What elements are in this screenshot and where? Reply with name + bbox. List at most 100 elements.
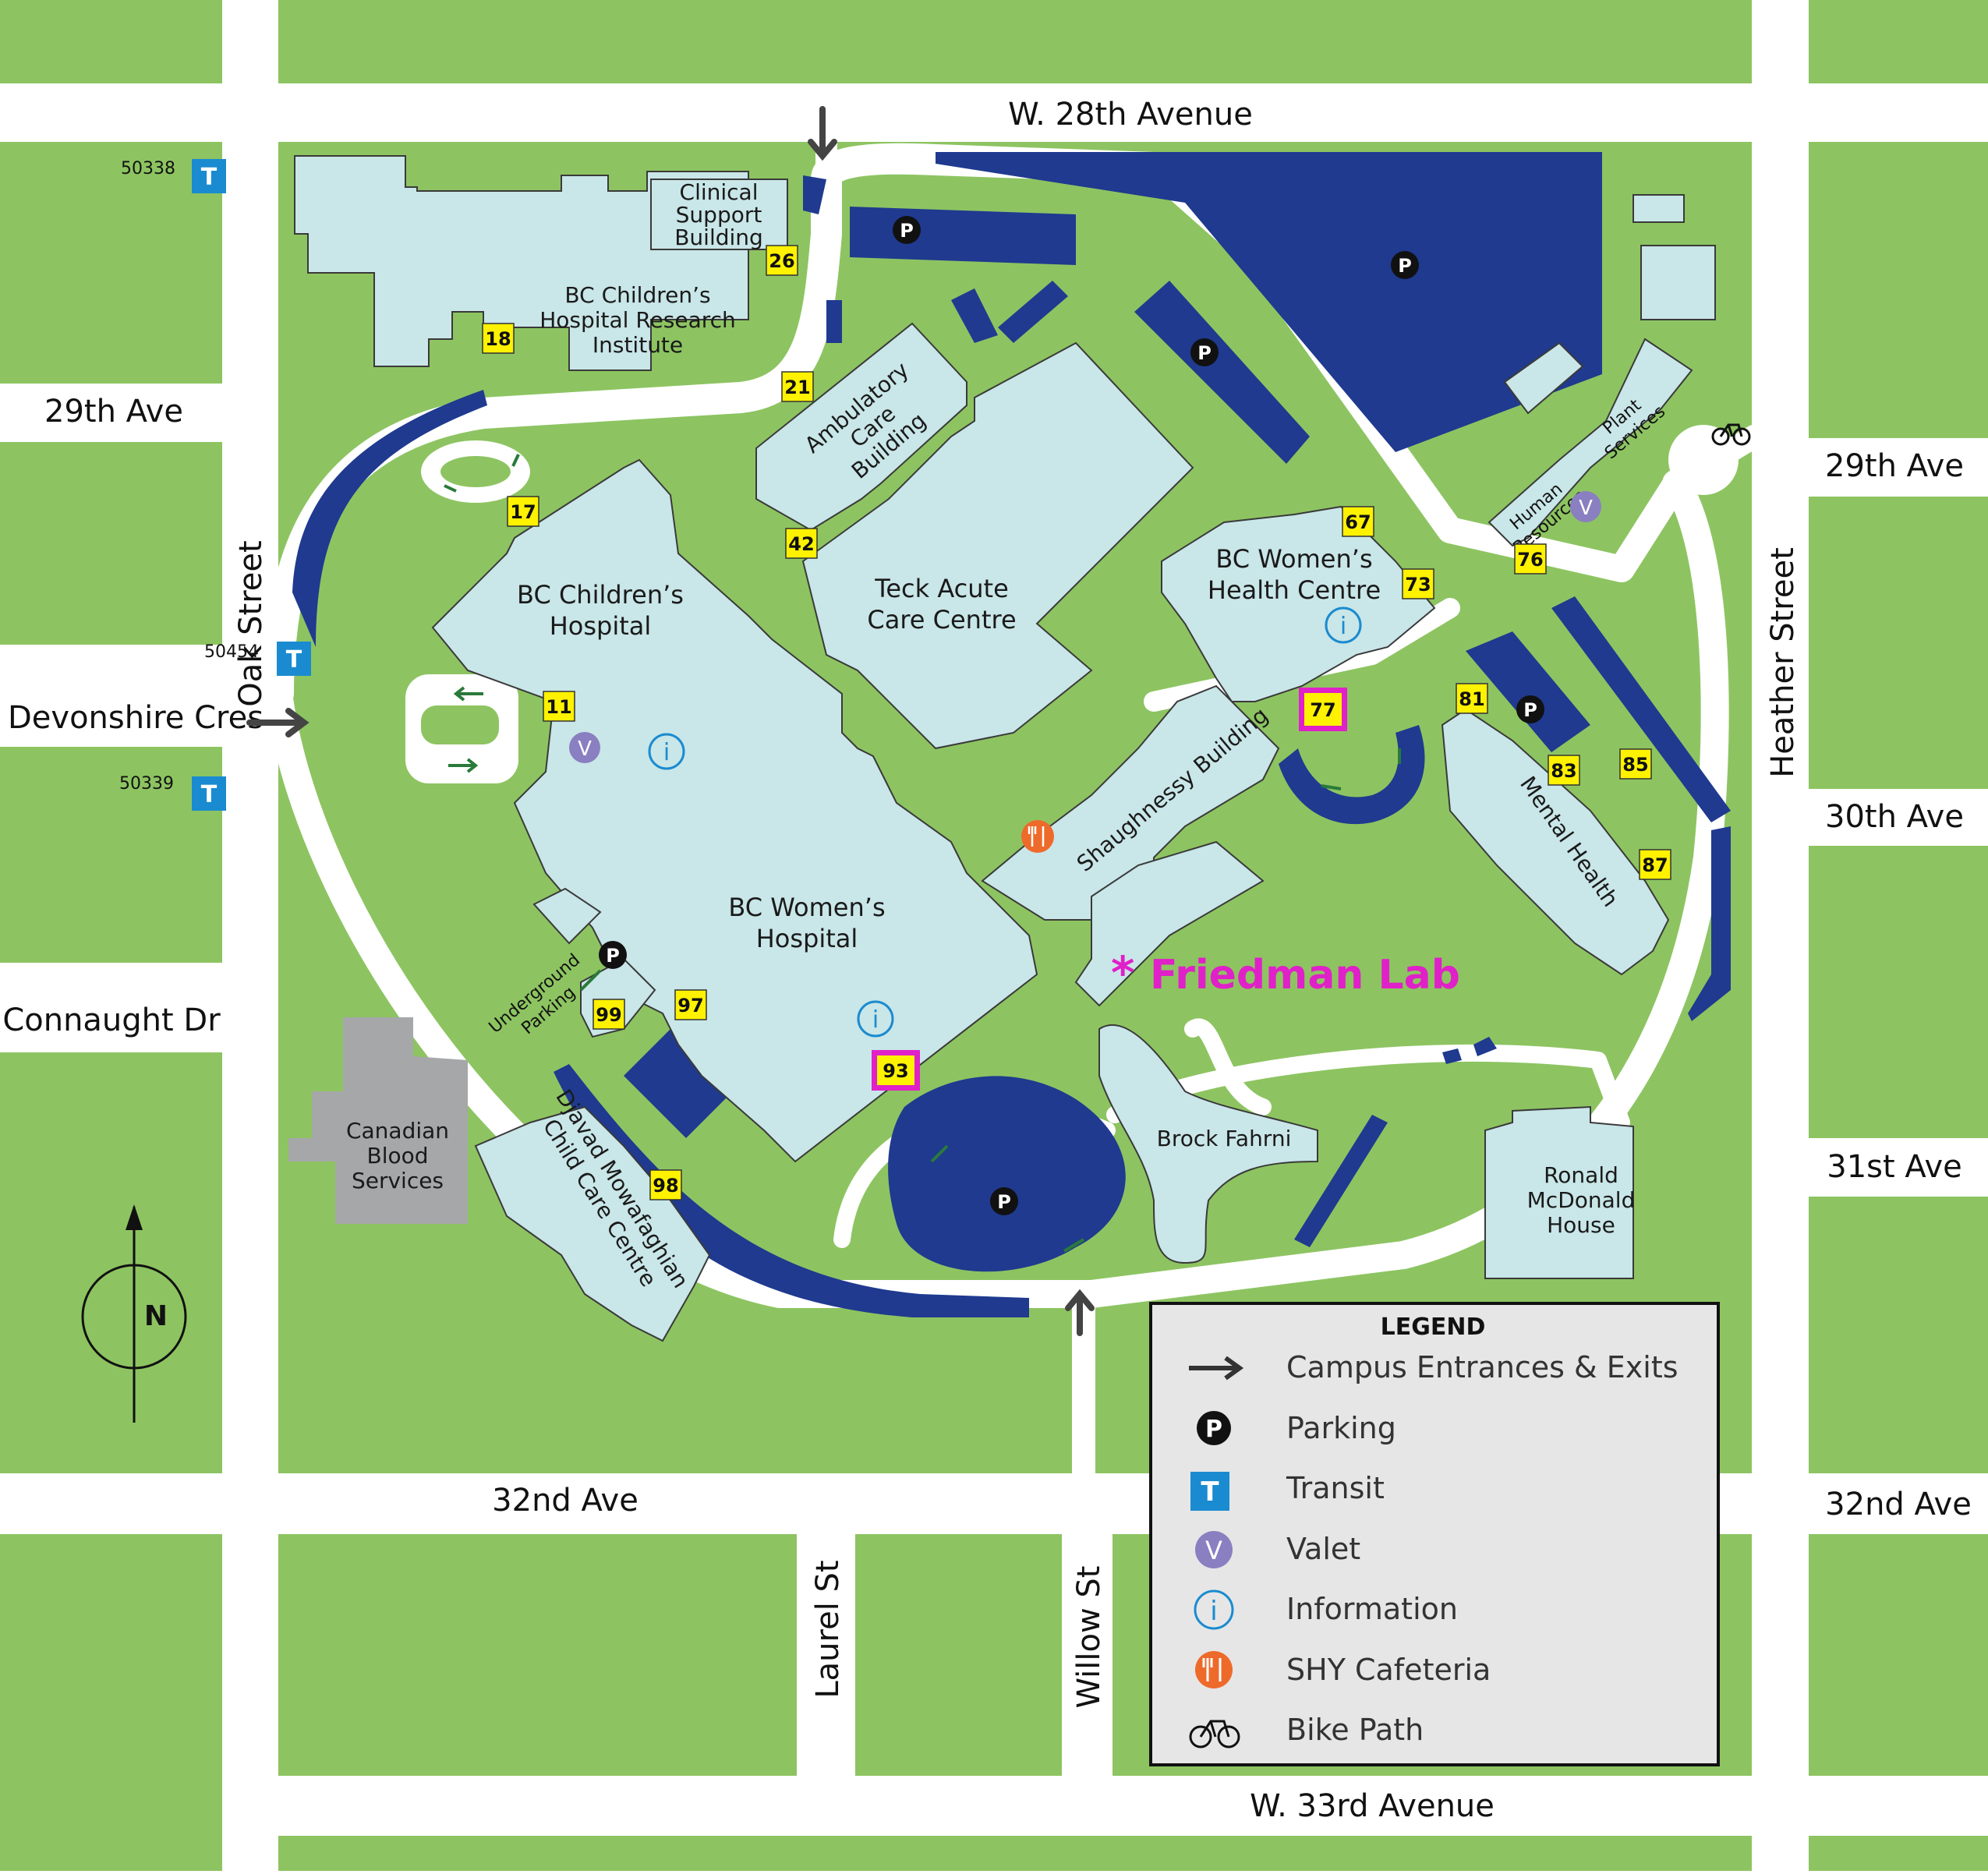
- label-teck-1: Teck Acute: [874, 574, 1009, 603]
- buildings: [288, 155, 1716, 1342]
- svg-text:V: V: [1579, 497, 1593, 520]
- transit-symbols: 50338 T 50454 T 50339 T: [119, 159, 311, 811]
- valet-icon: V: [1570, 491, 1601, 522]
- mental-health-building: [1441, 708, 1670, 976]
- entrance-17: 17: [507, 496, 539, 527]
- svg-text:76: 76: [1517, 549, 1543, 571]
- legend-item-parking: Parking: [1286, 1411, 1396, 1445]
- svg-text:P: P: [606, 945, 620, 967]
- transit-icon: T: [192, 776, 226, 811]
- legend-title: LEGEND: [1381, 1314, 1486, 1341]
- entrance-badges: 26 18 21 42 17 11 97 99 93 98 67 73 77 7…: [482, 245, 1671, 1200]
- entrance-18: 18: [482, 323, 515, 354]
- street-w33: W. 33rd Avenue: [1250, 1788, 1495, 1824]
- entrance-11: 11: [543, 691, 575, 722]
- parking-icon: P: [990, 1187, 1018, 1215]
- label-research-1: BC Children’s: [564, 282, 710, 308]
- small-building-ne-3: [1503, 341, 1584, 415]
- entrance-77: 77: [1299, 688, 1347, 731]
- label-blood-3: Services: [352, 1168, 444, 1193]
- research-institute-building: [294, 155, 749, 371]
- entrance-83: 83: [1548, 755, 1580, 786]
- svg-text:V: V: [578, 737, 592, 761]
- djavad-child-care-centre: [474, 1105, 711, 1342]
- svg-text:T: T: [201, 781, 218, 808]
- svg-text:i: i: [663, 739, 670, 766]
- svg-text:81: 81: [1459, 688, 1484, 710]
- shaughnessy-wing: [1074, 840, 1265, 1007]
- svg-text:83: 83: [1551, 760, 1576, 782]
- street-laurel: Laurel St: [810, 1560, 846, 1698]
- valet-and-info-symbols: V V i i i: [569, 423, 1751, 1038]
- street-oak: Oak Street: [233, 540, 269, 706]
- svg-text:P: P: [1197, 342, 1212, 364]
- svg-text:99: 99: [596, 1004, 621, 1026]
- label-childrens-2: Hospital: [550, 611, 652, 641]
- parking-icon: P: [1190, 338, 1219, 366]
- entrance-26: 26: [766, 245, 798, 276]
- svg-text:85: 85: [1622, 754, 1648, 776]
- label-teck-2: Care Centre: [867, 605, 1016, 635]
- small-building-ne-1: [1632, 194, 1685, 223]
- entrance-87: 87: [1639, 849, 1671, 880]
- svg-text:V: V: [1205, 1536, 1222, 1565]
- legend-cafeteria-icon: [1195, 1651, 1233, 1688]
- svg-text:93: 93: [883, 1060, 908, 1082]
- brock-fahrni-building: [1098, 1024, 1318, 1264]
- legend-item-transit: Transit: [1286, 1471, 1385, 1505]
- small-building-ne-2: [1640, 245, 1716, 320]
- legend-item-entrances: Campus Entrances & Exits: [1286, 1350, 1678, 1384]
- svg-text:P: P: [997, 1191, 1011, 1213]
- svg-text:i: i: [1340, 613, 1346, 640]
- label-ronald-1: Ronald: [1544, 1162, 1618, 1188]
- label-brock-fahrni: Brock Fahrni: [1157, 1126, 1292, 1151]
- svg-text:i: i: [872, 1006, 879, 1034]
- label-research-3: Institute: [593, 332, 683, 358]
- bike-path-icon: [1711, 423, 1751, 446]
- entrance-42: 42: [785, 528, 818, 559]
- street-32nd-left: 32nd Ave: [492, 1483, 638, 1519]
- plant-services-building: [1487, 338, 1693, 547]
- entrance-21: 21: [781, 371, 814, 402]
- label-clinical-2: Support: [676, 202, 762, 228]
- arrow-icon: [579, 969, 602, 992]
- legend-info-icon: i: [1194, 1589, 1234, 1630]
- street-w28: W. 28th Avenue: [1008, 97, 1253, 133]
- parking-icon: P: [1391, 251, 1419, 279]
- street-willow: Willow St: [1071, 1566, 1107, 1709]
- transit-icon: T: [277, 642, 311, 676]
- compass: N: [81, 1204, 187, 1423]
- svg-text:97: 97: [677, 995, 703, 1017]
- street-connaught: Connaught Dr: [2, 1002, 221, 1038]
- svg-text:P: P: [1523, 699, 1537, 721]
- svg-text:T: T: [1201, 1476, 1219, 1508]
- ronald-mcdonald-house: [1484, 1105, 1634, 1279]
- legend-transit-icon: T: [1190, 1472, 1229, 1511]
- arrow-icon: [1321, 784, 1342, 790]
- street-devonshire: Devonshire Cres: [8, 700, 264, 736]
- svg-text:42: 42: [788, 533, 814, 555]
- street-31st: 31st Ave: [1827, 1149, 1961, 1185]
- transit-icon: T: [192, 159, 226, 193]
- legend-valet-icon: V: [1195, 1531, 1233, 1568]
- arrow-icon: [453, 686, 483, 702]
- teck-acute-care-centre: [801, 341, 1194, 750]
- cafeteria-icon: [1021, 820, 1054, 853]
- svg-text:T: T: [286, 646, 302, 674]
- entrance-73: 73: [1402, 568, 1434, 599]
- label-research-2: Hospital Research: [539, 307, 736, 333]
- svg-text:18: 18: [485, 328, 511, 350]
- arrow-icon: [1065, 1289, 1095, 1336]
- legend-bike-icon: [1189, 1720, 1240, 1748]
- friedman-lab-label: Friedman Lab: [1150, 952, 1460, 999]
- svg-text:67: 67: [1345, 511, 1371, 533]
- label-womens-hospital-2: Hospital: [756, 924, 858, 953]
- svg-text:73: 73: [1405, 574, 1431, 596]
- entrance-85: 85: [1619, 748, 1652, 780]
- transit-stop-label: 50454: [204, 642, 259, 662]
- entrance-98: 98: [649, 1169, 682, 1200]
- entrance-93: 93: [872, 1050, 920, 1091]
- svg-text:77: 77: [1310, 699, 1335, 721]
- street-30th: 30th Ave: [1825, 799, 1964, 835]
- street-29th-left: 29th Ave: [44, 394, 183, 430]
